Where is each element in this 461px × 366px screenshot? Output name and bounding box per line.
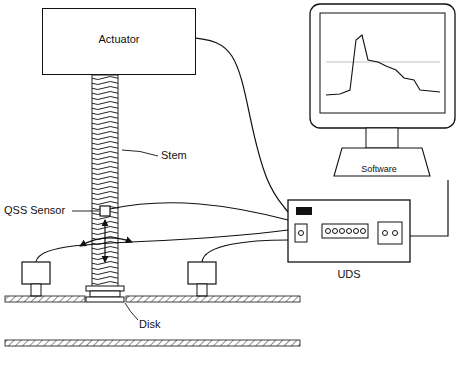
- chart-trace: [326, 35, 440, 95]
- monitor: [310, 4, 455, 128]
- valve-body-plate: [5, 296, 85, 302]
- uds-connector: [393, 231, 398, 236]
- part-label: QSS Sensor: [3, 204, 66, 216]
- leader-line: [72, 211, 99, 212]
- uds-channels: [322, 224, 368, 238]
- valve-disk: [86, 286, 124, 291]
- ground-hatch: [5, 340, 300, 346]
- part-label: Disk: [138, 318, 161, 330]
- leader-line: [125, 303, 138, 320]
- sensor-cable: [36, 230, 288, 262]
- sensor-box: [188, 262, 216, 284]
- cable: [196, 38, 288, 212]
- valve-stem: [92, 75, 118, 288]
- axial-arrow: [104, 220, 105, 262]
- sensor-mount: [197, 284, 207, 296]
- valve-disk: [90, 291, 120, 297]
- uds-box: [288, 200, 410, 262]
- node-label: Software: [361, 164, 397, 174]
- uds-display: [296, 207, 312, 215]
- uds-port: [299, 231, 304, 236]
- node-label: Actuator: [99, 33, 140, 45]
- cable: [410, 180, 448, 236]
- uds-port: [295, 224, 307, 242]
- valve-disk: [86, 297, 124, 302]
- computer: Software: [300, 2, 458, 180]
- actuator-box: Actuator: [42, 8, 196, 75]
- valve-body-plate: [126, 296, 300, 302]
- monitor-neck: [366, 128, 398, 148]
- leader-line: [122, 150, 158, 156]
- sensor-cable: [110, 203, 288, 220]
- monitor-screen: [320, 13, 445, 113]
- sensor-cable: [202, 240, 288, 262]
- part-label: Stem: [160, 149, 188, 161]
- sensor-box: [22, 262, 50, 284]
- monitor-base: [334, 148, 430, 176]
- uds-connector: [383, 231, 388, 236]
- uds-channel-dots: [326, 229, 366, 234]
- node-label: UDS: [337, 268, 360, 280]
- qss-sensor: [100, 206, 110, 216]
- uds-unit: UDS: [288, 200, 410, 282]
- uds-connector: [378, 222, 402, 244]
- chart-gridline: [326, 62, 440, 63]
- sensor-mount: [31, 284, 41, 296]
